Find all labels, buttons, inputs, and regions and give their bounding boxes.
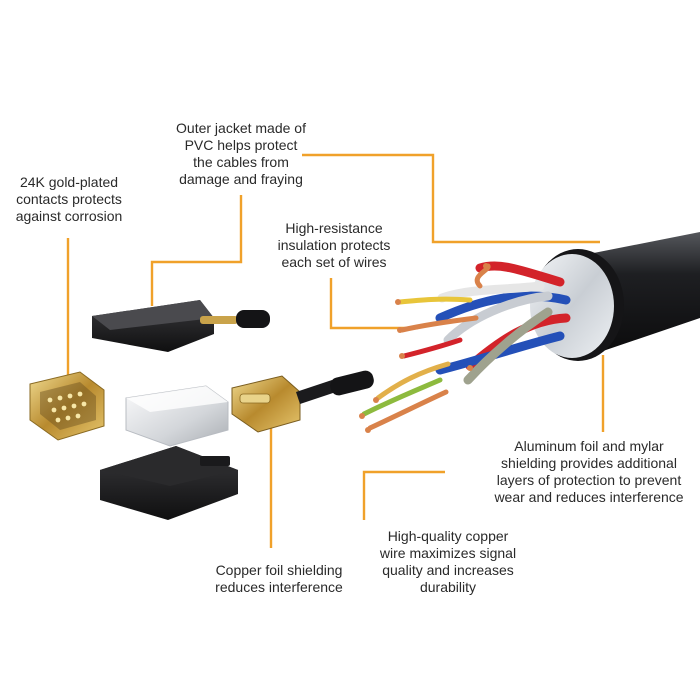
leader-insulation: [329, 278, 418, 330]
callout-outer-jacket: Outer jacket made of PVC helps protect t…: [176, 120, 306, 187]
callout-copper-wire: High-quality copper wire maximizes signa…: [379, 528, 517, 595]
leader-lines: [66, 153, 605, 548]
cable-illustration: [359, 232, 700, 433]
callout-copper-foil: Copper foil shielding reduces interferen…: [215, 562, 343, 595]
leader-copper-wire: [362, 470, 445, 520]
bottom-shell-illustration: [100, 446, 238, 520]
callout-aluminum-foil: Aluminum foil and mylar shielding provid…: [494, 438, 684, 505]
clear-shell-illustration: [125, 385, 229, 447]
callout-gold-contacts: 24K gold-plated contacts protects agains…: [15, 174, 123, 224]
top-shell-illustration: [92, 300, 270, 352]
leader-jacket-top: [302, 153, 600, 244]
copper-foil-connector-illustration: [231, 370, 374, 433]
vga-connector-illustration: [29, 371, 105, 441]
leader-outer-jacket: [150, 195, 243, 306]
callout-insulation: High-resistance insulation protects each…: [277, 220, 391, 270]
